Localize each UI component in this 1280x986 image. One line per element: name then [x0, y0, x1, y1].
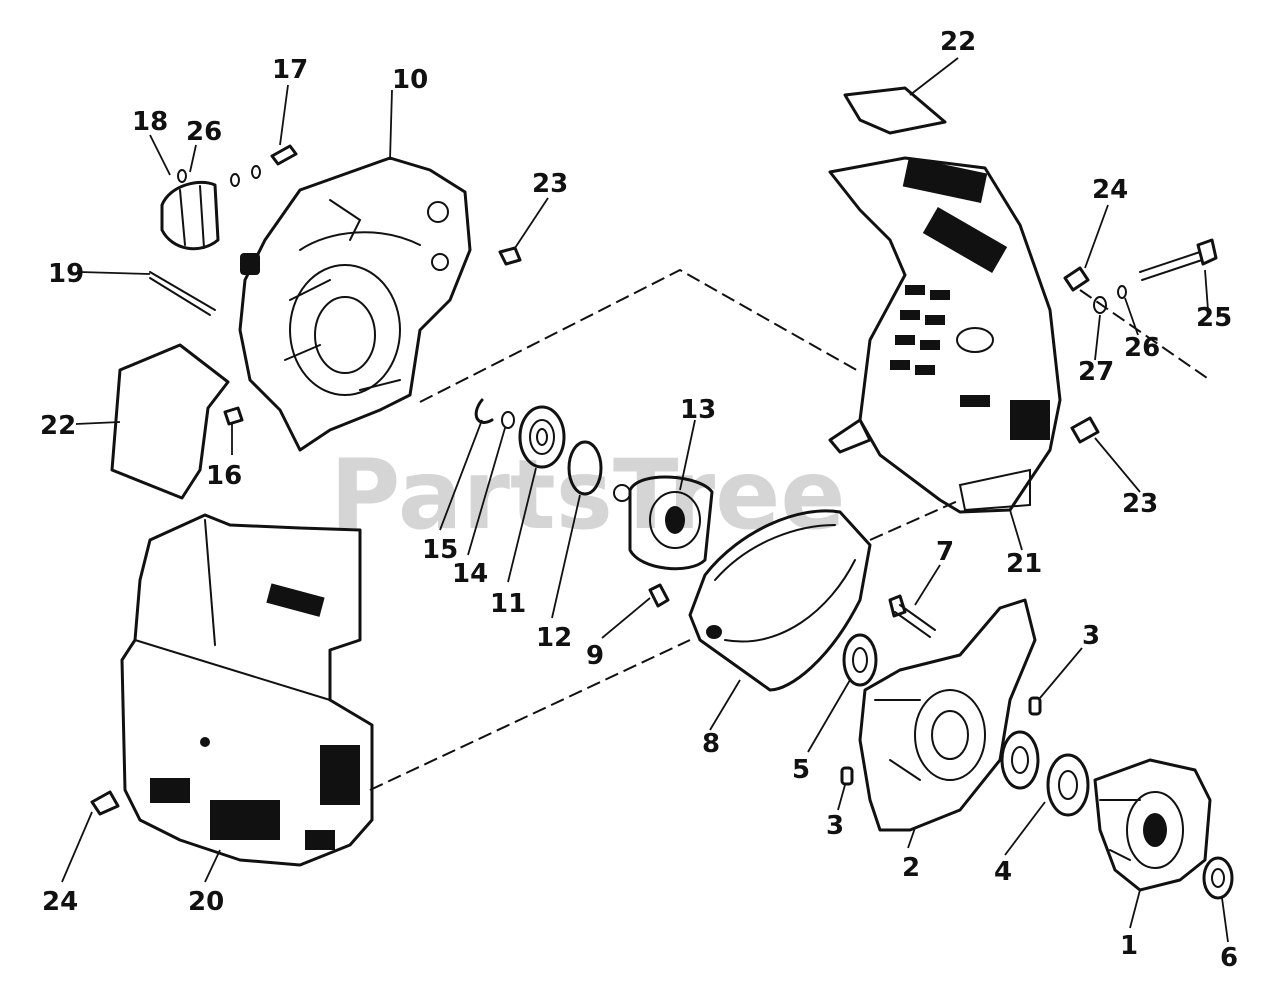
part-20-front-cover — [90, 513, 374, 867]
callout-3-upper: 3 — [1082, 621, 1100, 651]
callout-15: 15 — [422, 535, 458, 565]
callout-22-right: 22 — [940, 27, 976, 57]
callout-3-lower: 3 — [826, 811, 844, 841]
callout-16: 16 — [206, 461, 242, 491]
callout-13: 13 — [680, 395, 716, 425]
callout-5: 5 — [792, 755, 810, 785]
callout-26-left: 26 — [186, 117, 222, 147]
callout-11: 11 — [490, 589, 526, 619]
callout-24-right: 24 — [1092, 175, 1128, 205]
part-1-housing — [1093, 758, 1212, 892]
callout-7: 7 — [936, 537, 954, 567]
callout-23-left: 23 — [532, 169, 568, 199]
callout-12: 12 — [536, 623, 572, 653]
callout-14: 14 — [452, 559, 488, 589]
callout-18: 18 — [132, 107, 168, 137]
part-8-guard — [648, 509, 872, 692]
callout-8: 8 — [702, 729, 720, 759]
center-parts — [474, 398, 714, 571]
assembly-lines — [369, 268, 1211, 791]
callout-24-left: 24 — [42, 887, 78, 917]
callout-17: 17 — [272, 55, 308, 85]
part-22-plate-right — [843, 86, 947, 135]
callout-25: 25 — [1196, 303, 1232, 333]
part-10-crankcase-half — [238, 156, 472, 452]
callout-6: 6 — [1220, 943, 1238, 973]
callout-2: 2 — [902, 853, 920, 883]
callout-23-right: 23 — [1122, 489, 1158, 519]
callout-10: 10 — [392, 65, 428, 95]
callout-4: 4 — [994, 857, 1012, 887]
callout-1: 1 — [1120, 931, 1138, 961]
callout-26-right: 26 — [1124, 333, 1160, 363]
leader-lines — [61, 57, 1229, 943]
part-2-crankcase-half — [858, 598, 1037, 832]
part-22-shield-left — [110, 343, 230, 500]
callout-9: 9 — [586, 641, 604, 671]
callout-27: 27 — [1078, 357, 1114, 387]
vent-slots — [890, 285, 1050, 440]
callout-19: 19 — [48, 259, 84, 289]
small-fasteners-right — [1063, 238, 1218, 444]
part-21-engine-shroud — [828, 156, 1062, 514]
part-18-clamp — [160, 180, 220, 251]
callout-22-left: 22 — [40, 411, 76, 441]
small-fasteners-left — [149, 144, 522, 426]
callout-20: 20 — [188, 887, 224, 917]
part-7-bolt-part-5-seal — [840, 594, 1042, 786]
callout-labels: 10 17 18 26 19 22 16 23 22 24 25 26 27 2… — [40, 27, 1238, 973]
part-6-seal — [1202, 856, 1234, 900]
callout-21: 21 — [1006, 549, 1042, 579]
part-4-bearings — [1000, 730, 1090, 817]
